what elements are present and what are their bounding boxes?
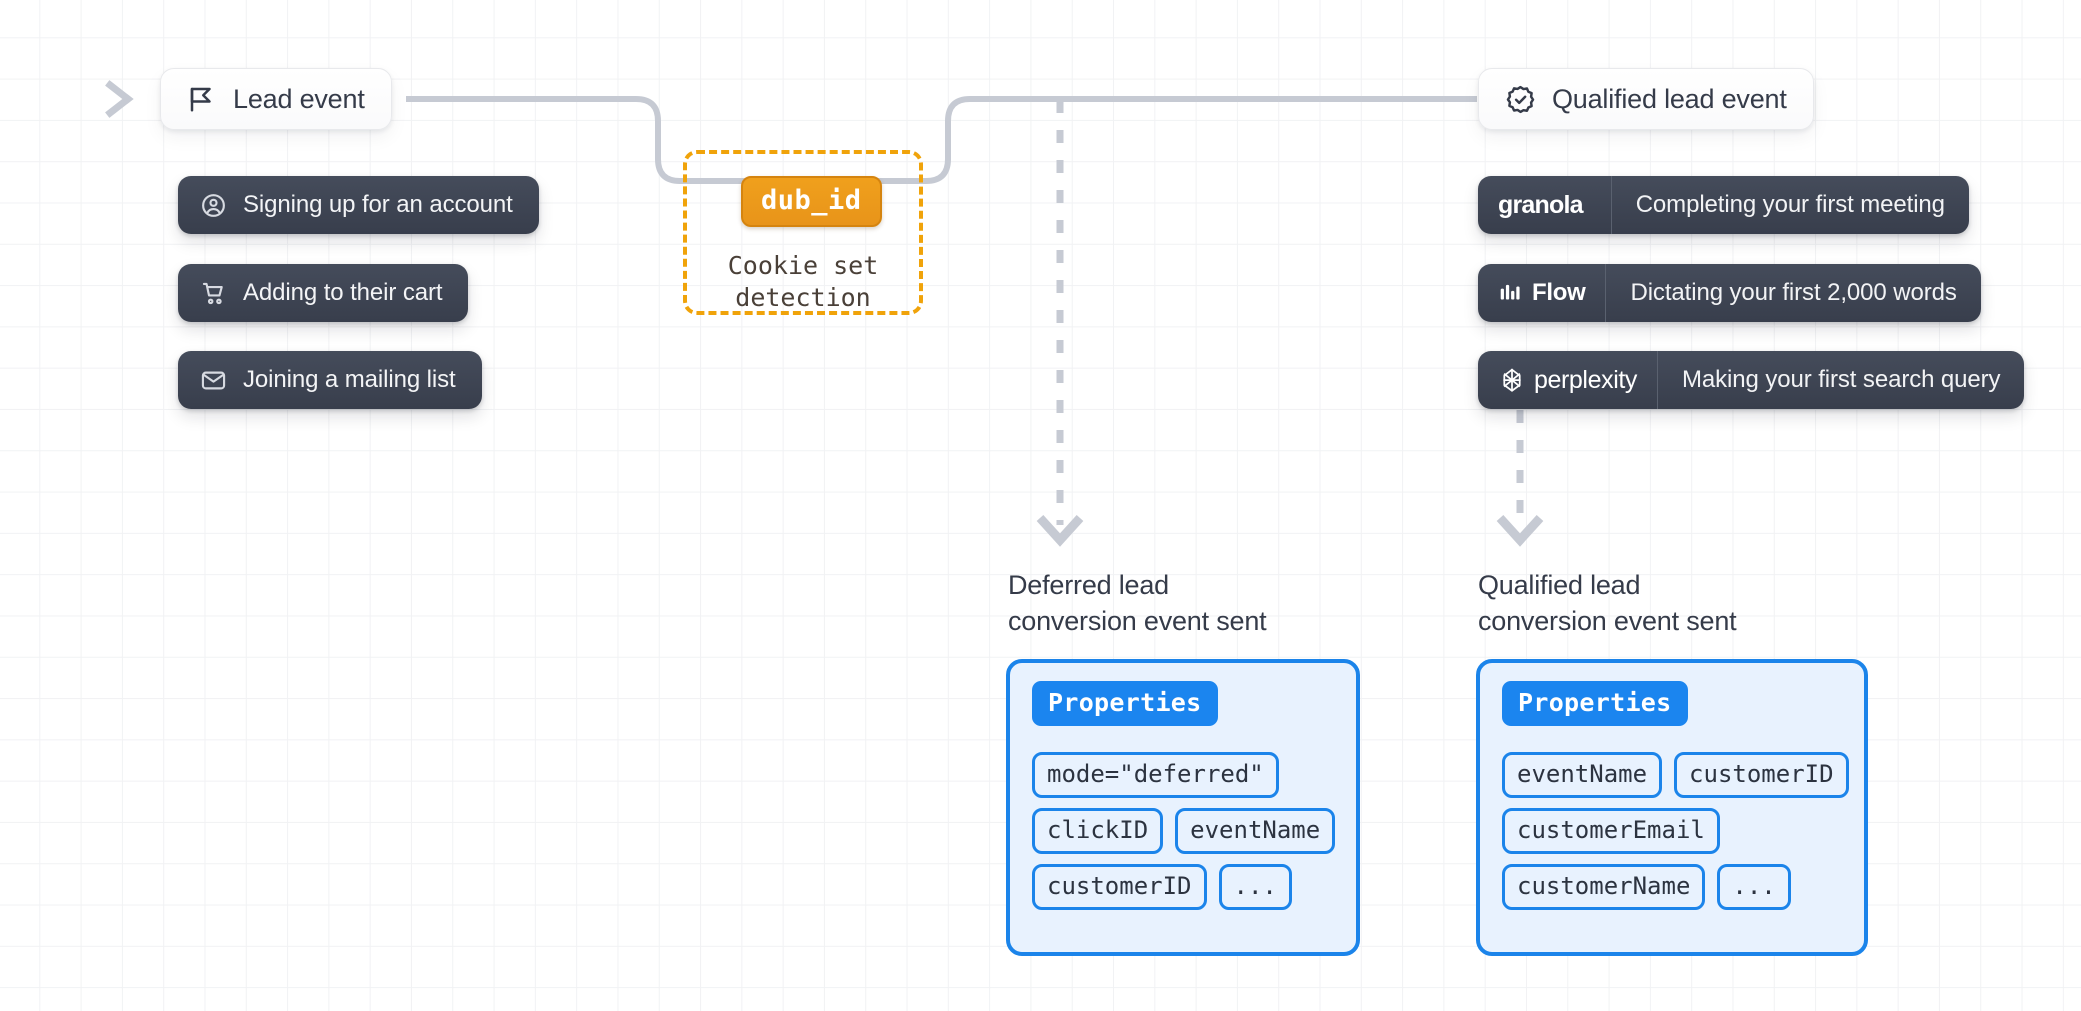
property-chip-more[interactable]: ...: [1218, 864, 1292, 910]
granola-wordmark-icon: granola: [1498, 190, 1584, 219]
lead-example-cart[interactable]: Adding to their cart: [178, 264, 469, 322]
deferred-flow-caption: Deferred lead conversion event sent: [1008, 570, 1267, 636]
flow-brand-label: Flow: [1532, 279, 1586, 306]
deferred-properties-box: Properties mode="deferred" clickID event…: [1006, 659, 1360, 956]
property-chip[interactable]: eventName: [1175, 808, 1336, 854]
cookie-detection-caption: Cookie set detection: [727, 251, 879, 312]
property-chip[interactable]: clickID: [1032, 808, 1164, 854]
qualified-flow-caption: Qualified lead conversion event sent: [1478, 570, 1737, 636]
perplexity-brand-label: perplexity: [1534, 365, 1637, 394]
qualified-branch-line: [1496, 410, 1544, 547]
property-row: clickID eventName: [1032, 808, 1336, 854]
node-qualified-lead-event[interactable]: Qualified lead event: [1478, 68, 1814, 130]
property-row: customerID ...: [1032, 864, 1334, 910]
qualified-example-flow[interactable]: Flow Dictating your first 2,000 words: [1478, 264, 1981, 322]
qualified-example-granola[interactable]: granola Completing your first meeting: [1478, 176, 1969, 234]
property-chip[interactable]: customerName: [1502, 864, 1706, 910]
property-row: eventName customerID: [1502, 752, 1849, 798]
property-chip[interactable]: eventName: [1502, 752, 1663, 798]
flag-icon: [187, 84, 217, 114]
lead-example-label: Adding to their cart: [243, 279, 443, 306]
cookie-detection-group: [683, 150, 923, 315]
lead-example-mailing-list[interactable]: Joining a mailing list: [178, 351, 482, 409]
lead-example-label: Joining a mailing list: [243, 366, 456, 393]
property-row: mode="deferred": [1032, 752, 1334, 798]
property-row: customerName ...: [1502, 864, 1842, 910]
property-chip[interactable]: customerID: [1674, 752, 1849, 798]
qualified-properties-box: Properties eventName customerID customer…: [1476, 659, 1868, 956]
shopping-cart-icon: [200, 280, 227, 307]
perplexity-asterisk-icon: [1498, 366, 1526, 394]
perplexity-brand-cell: perplexity: [1478, 351, 1658, 409]
granola-brand-cell: granola: [1478, 176, 1612, 234]
property-chip[interactable]: customerEmail: [1502, 808, 1720, 854]
dub-id-badge[interactable]: dub_id: [741, 176, 882, 227]
node-lead-event-label: Lead event: [233, 83, 365, 114]
entry-arrow-icon: [20, 80, 134, 118]
qualified-example-perplexity[interactable]: perplexity Making your first search quer…: [1478, 351, 2025, 409]
deferred-branch-line: [1036, 100, 1084, 547]
qualified-property-rows: eventName customerID customerEmail custo…: [1502, 752, 1849, 910]
qualified-example-description: Completing your first meeting: [1635, 191, 1945, 218]
waveform-bars-icon: [1498, 280, 1524, 306]
lead-example-label: Signing up for an account: [243, 191, 513, 218]
property-chip[interactable]: customerID: [1032, 864, 1207, 910]
node-lead-event[interactable]: Lead event: [160, 68, 392, 130]
deferred-property-rows: mode="deferred" clickID eventName custom…: [1032, 752, 1336, 910]
lead-example-signup[interactable]: Signing up for an account: [178, 176, 539, 234]
property-chip[interactable]: mode="deferred": [1032, 752, 1279, 798]
node-qualified-lead-event-label: Qualified lead event: [1552, 83, 1787, 114]
envelope-icon: [200, 367, 227, 394]
property-chip-more[interactable]: ...: [1717, 864, 1791, 910]
flow-brand-cell: Flow: [1478, 264, 1607, 322]
property-row: customerEmail: [1502, 808, 1842, 854]
properties-title-badge: Properties: [1032, 681, 1218, 726]
properties-title-badge: Properties: [1502, 681, 1688, 726]
badge-check-icon: [1505, 84, 1536, 115]
qualified-example-description: Making your first search query: [1682, 366, 2001, 393]
qualified-example-description: Dictating your first 2,000 words: [1630, 279, 1957, 306]
user-circle-icon: [200, 192, 227, 219]
